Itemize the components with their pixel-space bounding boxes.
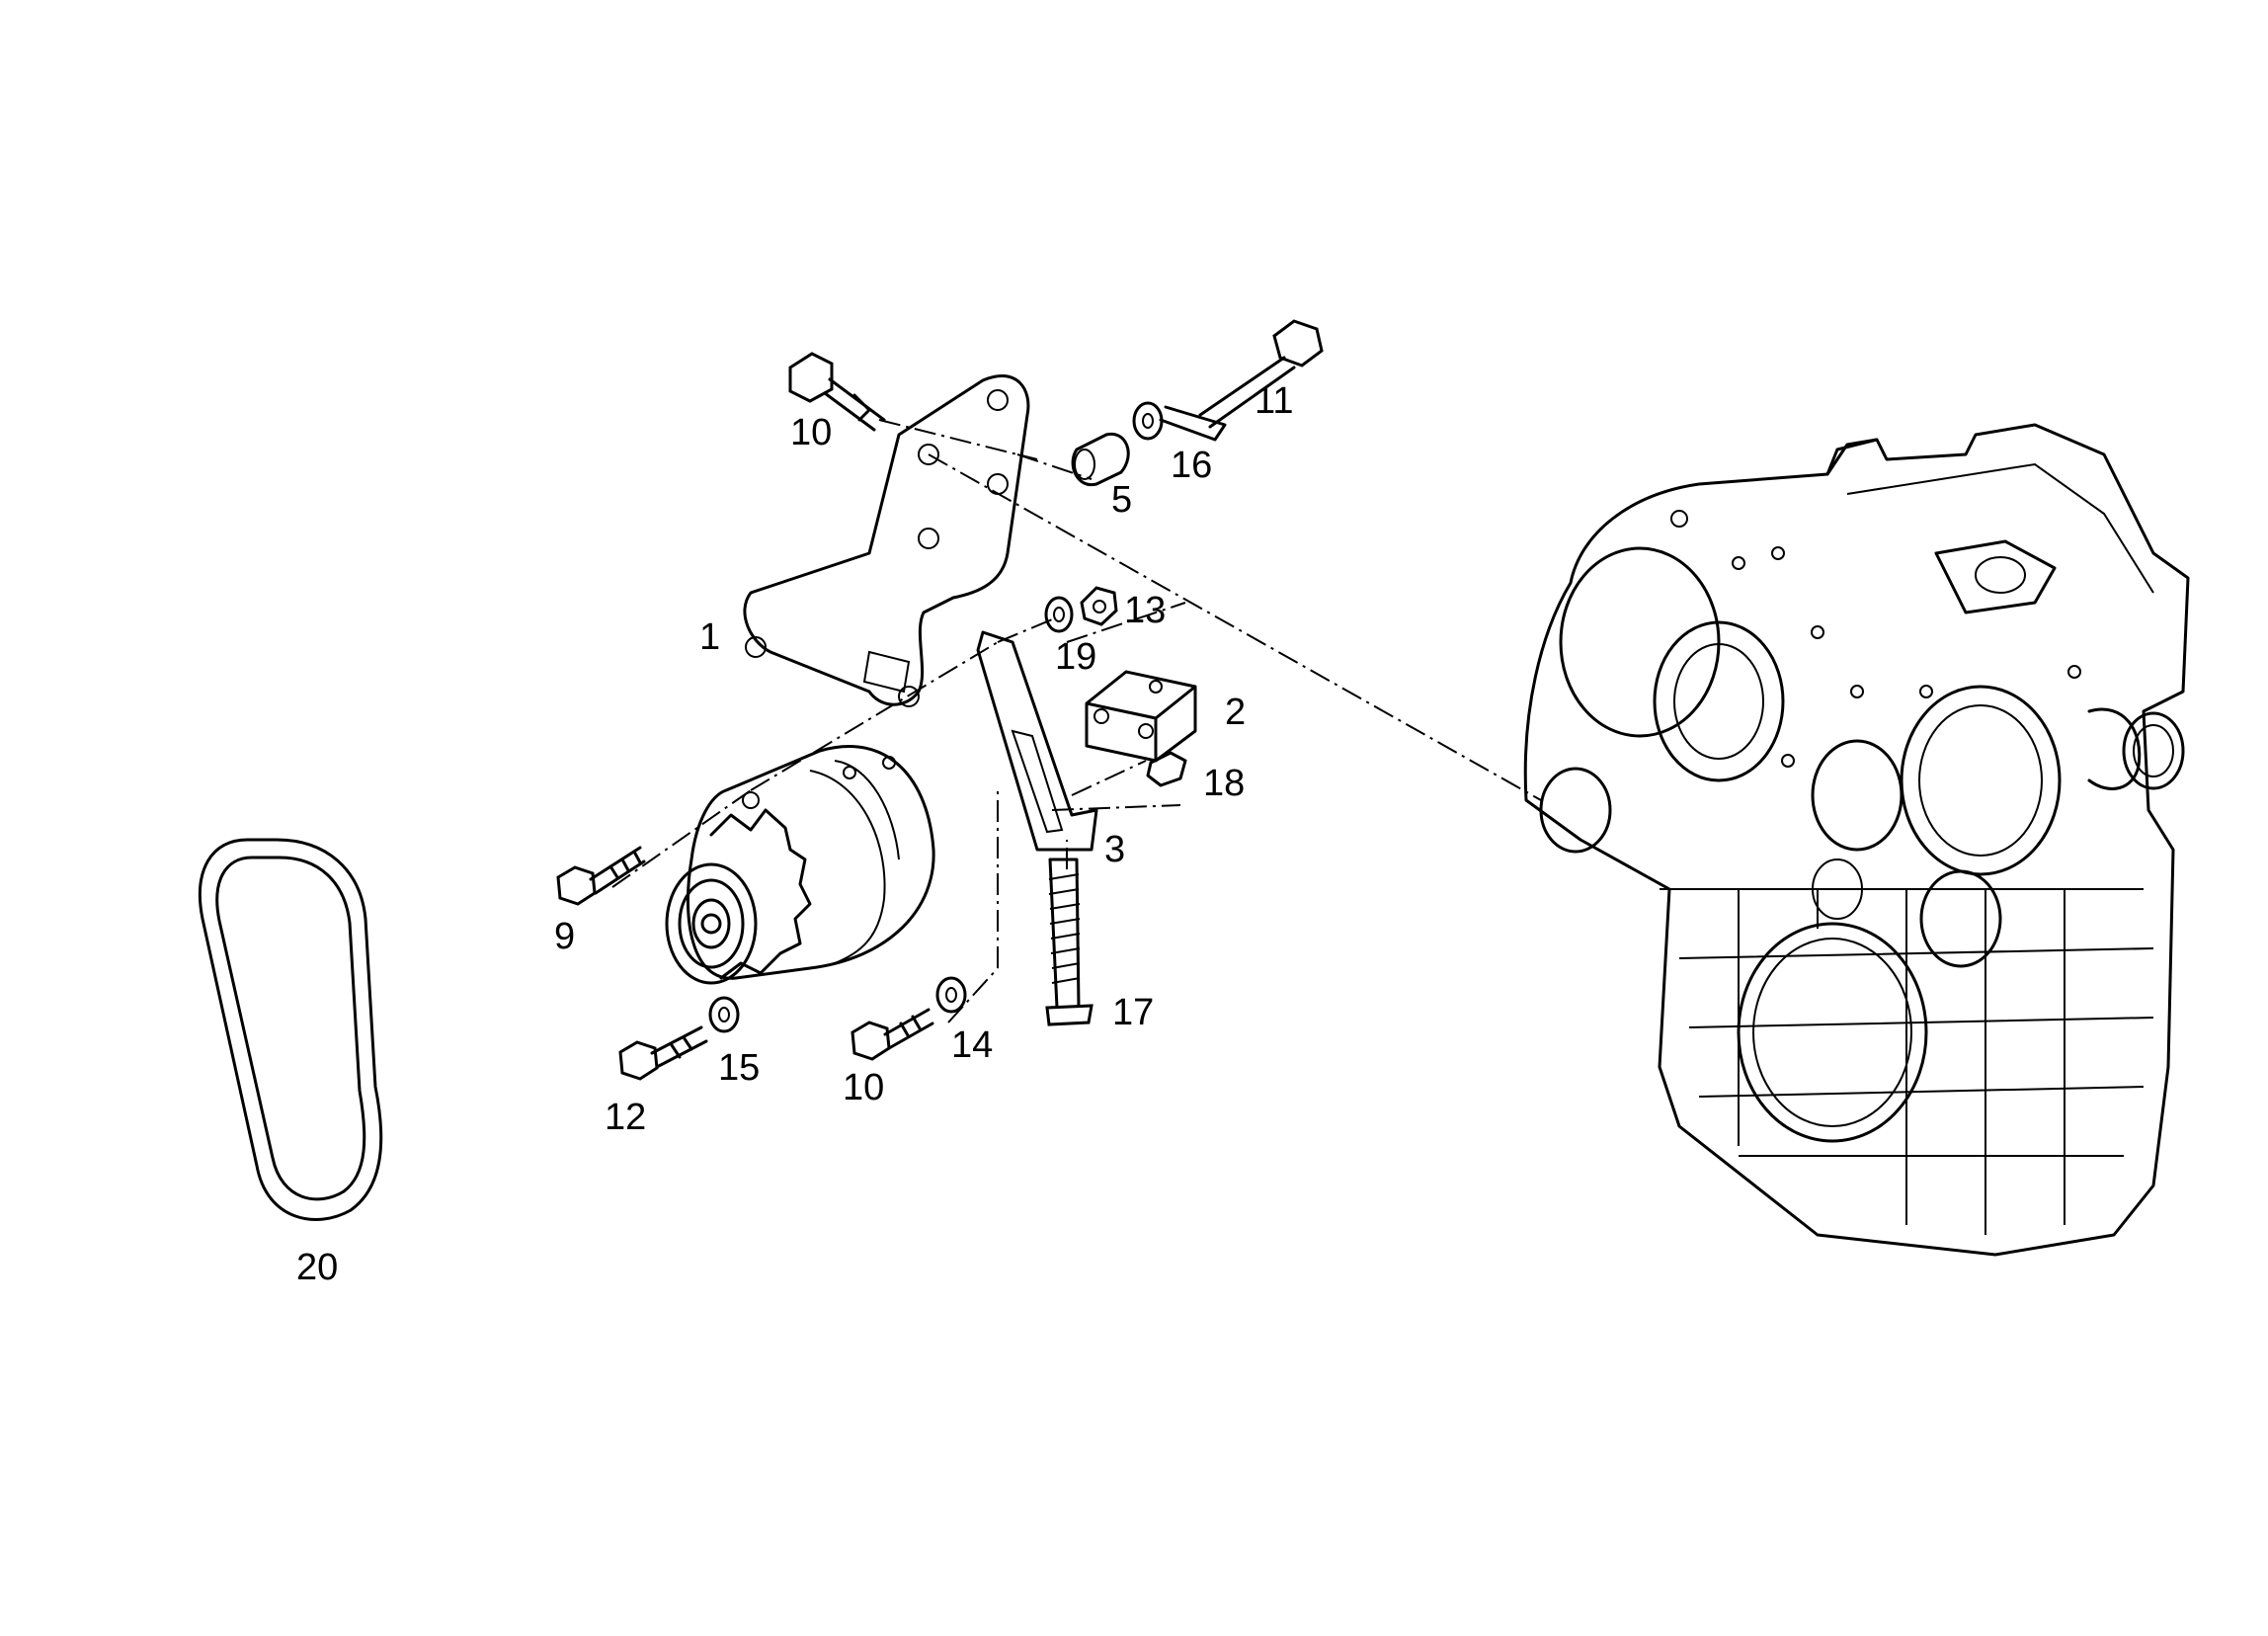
- long-bolt: [1159, 319, 1324, 442]
- timing-housing: [1523, 423, 2190, 1257]
- callout-17: 17: [1112, 992, 1154, 1033]
- callout-1: 1: [699, 616, 720, 658]
- assembly-lines: [611, 419, 1542, 1023]
- callout-15: 15: [718, 1047, 760, 1089]
- mounting-bracket: [743, 373, 1030, 707]
- bolt-12: [618, 1025, 708, 1081]
- adjusting-bolt: [1045, 858, 1094, 1026]
- washer-15: [708, 996, 740, 1033]
- callout-10-top: 10: [790, 412, 832, 453]
- callout-20: 20: [296, 1247, 338, 1288]
- spacer: [1071, 432, 1130, 487]
- alternator: [665, 745, 935, 985]
- washer-19: [1044, 596, 1074, 633]
- callout-16: 16: [1171, 445, 1212, 486]
- callout-5: 5: [1111, 479, 1132, 521]
- callout-11: 11: [1255, 380, 1293, 422]
- callout-9: 9: [554, 916, 575, 957]
- bolt-9: [556, 846, 646, 906]
- callout-10-bottom: 10: [843, 1067, 884, 1108]
- callout-12: 12: [605, 1097, 646, 1138]
- callout-14: 14: [951, 1024, 993, 1066]
- callout-2: 2: [1225, 692, 1246, 733]
- tension-strap: [976, 630, 1098, 852]
- nut-13: [1080, 586, 1118, 626]
- washer-14: [935, 976, 967, 1014]
- nut-18: [1146, 751, 1187, 787]
- v-belt: [198, 838, 383, 1222]
- tension-block: [1085, 670, 1197, 763]
- bolt-bottom: [850, 1008, 934, 1061]
- washer-16: [1132, 401, 1164, 441]
- callout-13: 13: [1124, 590, 1166, 631]
- callout-18: 18: [1203, 763, 1245, 804]
- bolt-top-left: [788, 352, 886, 432]
- callout-3: 3: [1104, 829, 1125, 870]
- callout-19: 19: [1055, 636, 1096, 678]
- callout-labels: 1 2 3 5 9 10 10 11 12 13 14 15 16 17 18 …: [296, 380, 1293, 1288]
